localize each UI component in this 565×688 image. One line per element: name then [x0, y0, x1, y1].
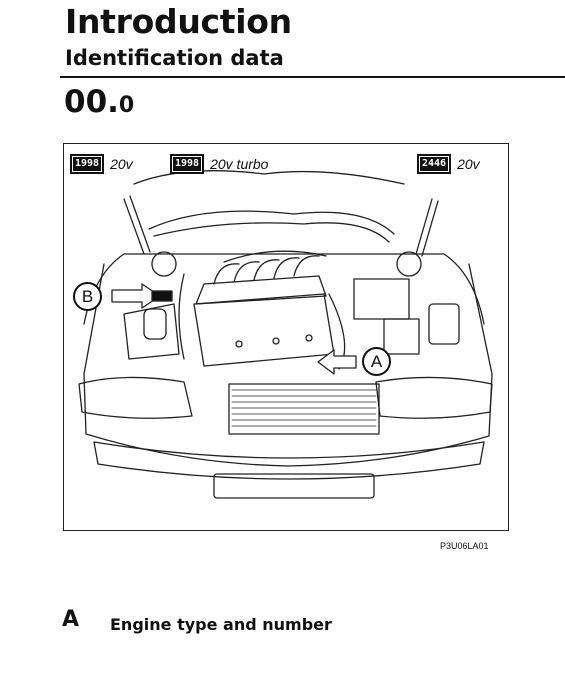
engine-code-plate: 2446 — [417, 154, 452, 174]
engine-code-plate: 1998 — [170, 154, 205, 174]
legend-item-text: Engine type and number — [110, 615, 332, 634]
callout-b: B — [73, 282, 102, 311]
header-rule — [60, 76, 565, 78]
engine-badge-1998-20v: 1998 20v — [70, 154, 133, 174]
section-number-sub: 0 — [118, 93, 135, 118]
callout-a: A — [362, 347, 391, 376]
engine-variant-label: 20v turbo — [210, 156, 269, 172]
engine-variant-label: 20v — [110, 156, 133, 172]
section-number-main: 00. — [64, 84, 119, 120]
section-number: 00.0 — [64, 84, 134, 120]
engine-badge-1998-20v-turbo: 1998 20v turbo — [170, 154, 268, 174]
engine-badge-2446-20v: 2446 20v — [417, 154, 480, 174]
page-title: Introduction — [65, 2, 292, 41]
engine-bay-drawing — [78, 170, 493, 499]
engine-code-plate: 1998 — [70, 154, 105, 174]
engine-bay-figure: 1998 20v 1998 20v turbo 2446 20v B A — [63, 143, 509, 531]
engine-variant-label: 20v — [457, 156, 480, 172]
page-subtitle: Identification data — [65, 46, 284, 70]
legend-item-letter: A — [62, 607, 80, 632]
figure-reference: P3U06LA01 — [440, 541, 489, 551]
